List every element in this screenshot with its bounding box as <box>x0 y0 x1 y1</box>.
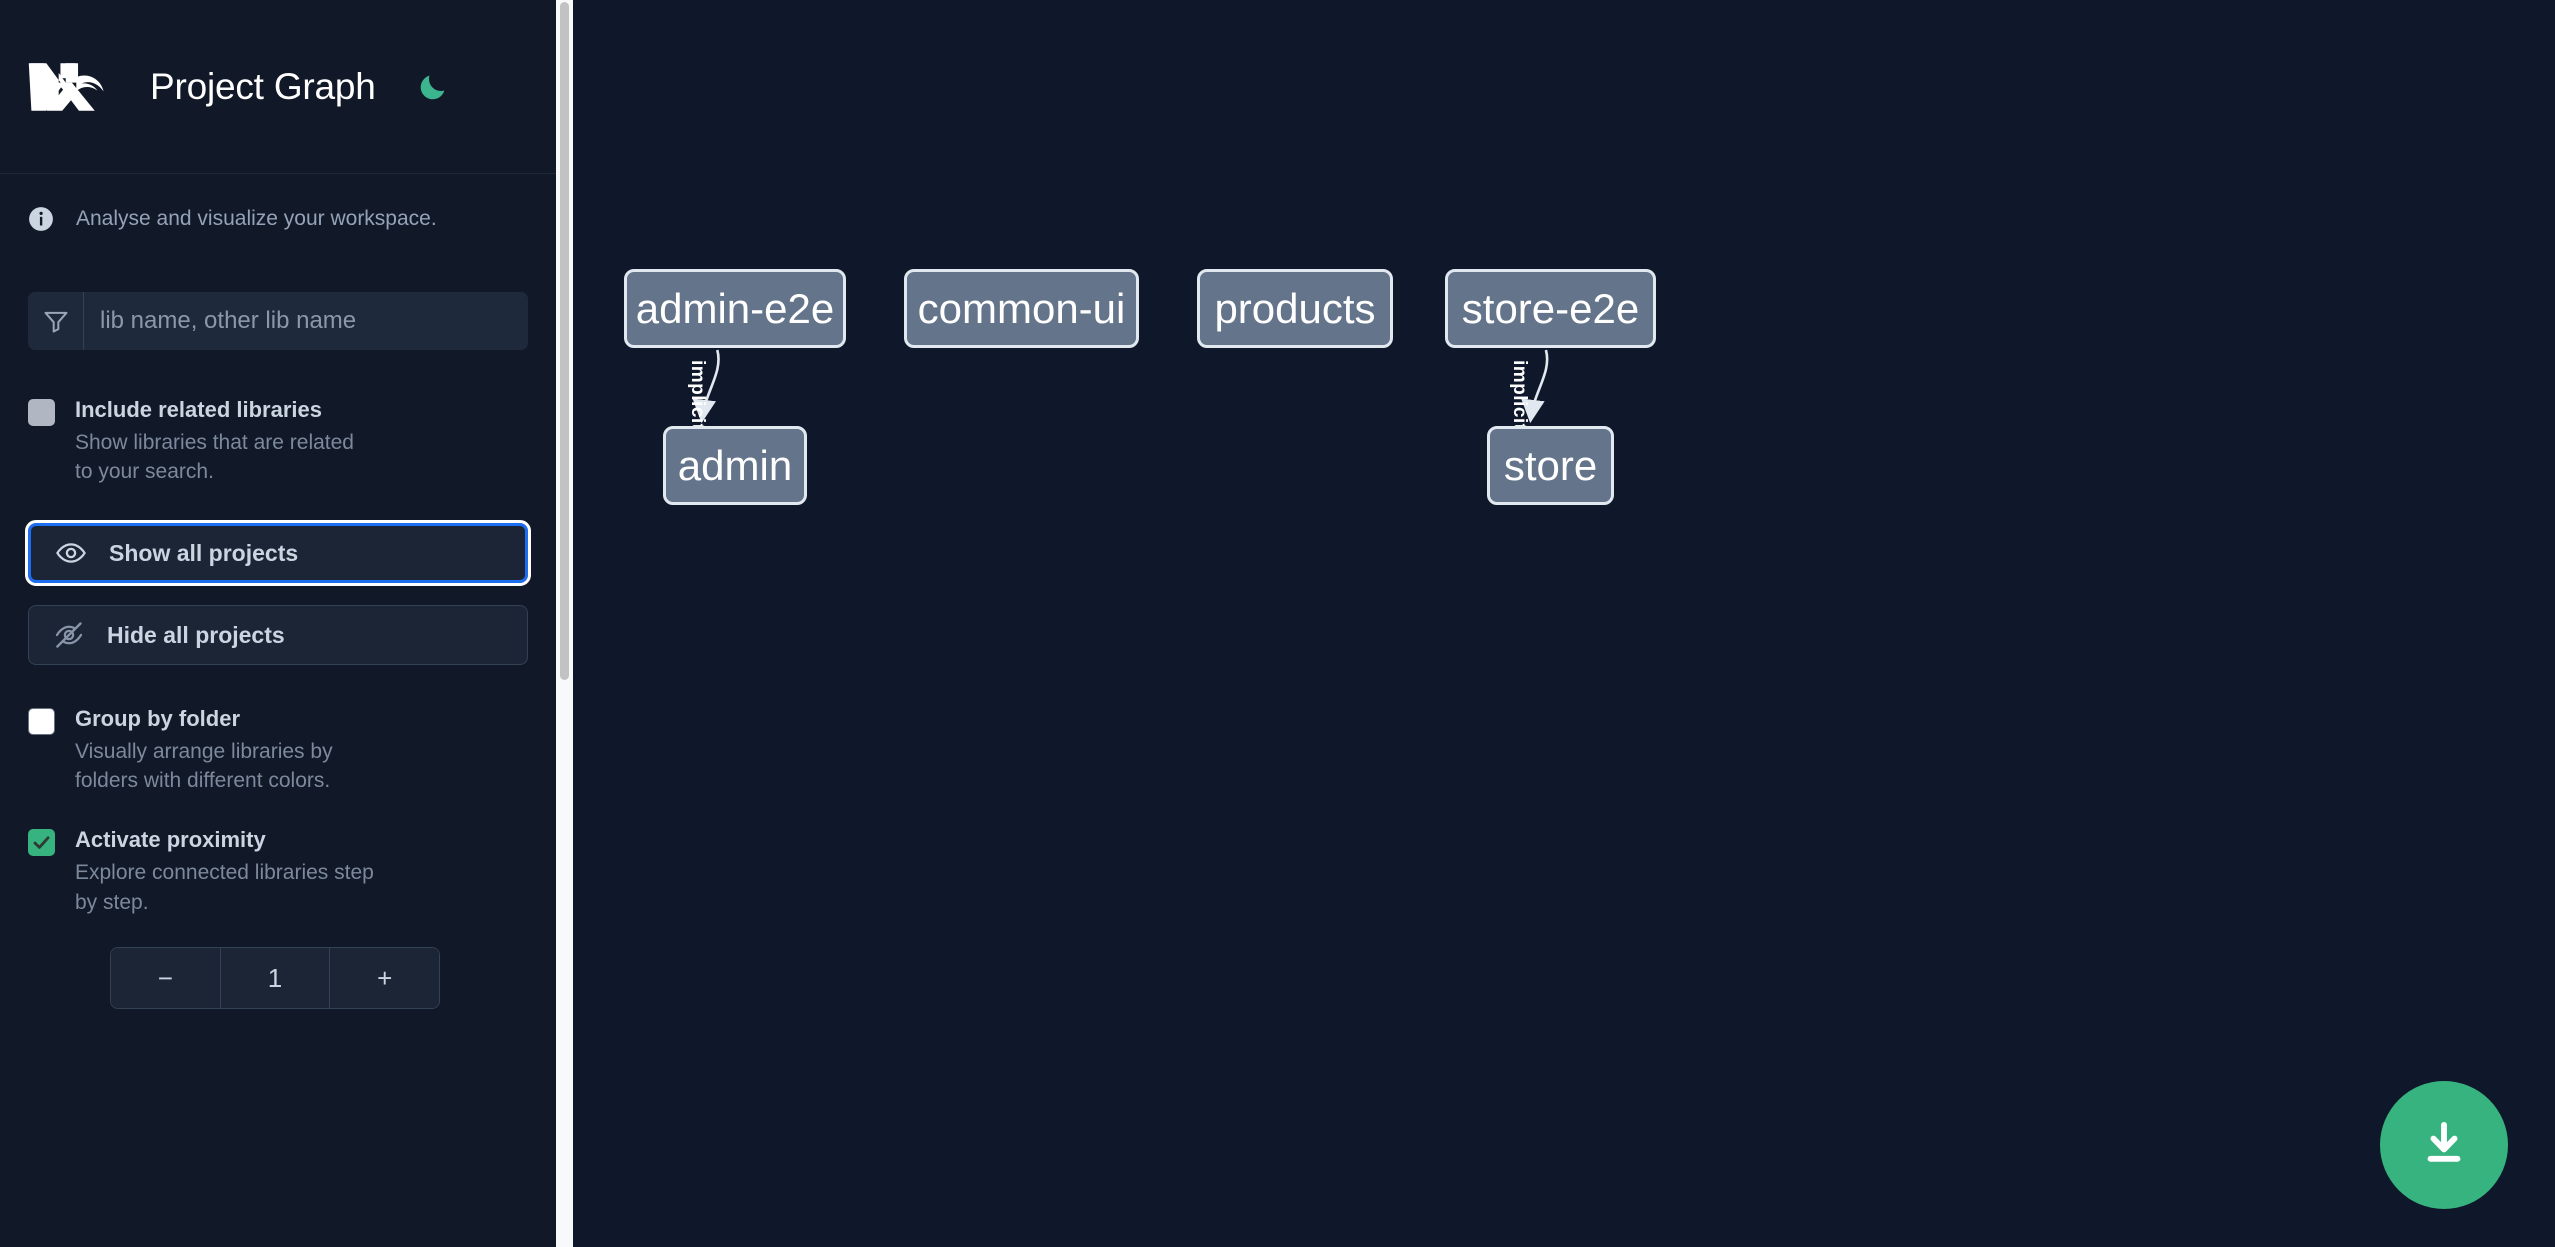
graph-node-store-e2e[interactable]: store-e2e <box>1445 269 1656 348</box>
proximity-value: 1 <box>219 948 331 1009</box>
download-graph-button[interactable] <box>2380 1081 2508 1209</box>
graph-node-store[interactable]: store <box>1487 426 1614 505</box>
proximity-increment-button[interactable]: + <box>330 948 439 1009</box>
show-all-projects-label: Show all projects <box>109 539 299 566</box>
hide-all-projects-label: Hide all projects <box>107 621 285 648</box>
option-description: Visually arrange libraries by folders wi… <box>75 739 333 793</box>
checkbox-group-by-folder[interactable] <box>28 708 55 736</box>
graph-node-common-ui[interactable]: common-ui <box>904 269 1139 348</box>
edge-label-implicit-admin: implicit <box>687 360 708 431</box>
search-box[interactable] <box>28 292 528 350</box>
sidebar-scrollbar-track[interactable] <box>556 0 573 1247</box>
eye-icon <box>55 537 87 569</box>
proximity-stepper: − 1 + <box>110 947 440 1010</box>
nx-logo <box>27 56 115 118</box>
option-title: Include related libraries <box>75 397 322 422</box>
graph-node-products[interactable]: products <box>1197 269 1393 348</box>
info-text: Analyse and visualize your workspace. <box>76 207 437 230</box>
option-activate-proximity-row[interactable]: Activate proximity Explore connected lib… <box>0 826 556 917</box>
checkbox-activate-proximity[interactable] <box>28 829 55 857</box>
edge-admin-e2e-admin <box>692 349 720 424</box>
search-input[interactable] <box>84 292 528 350</box>
graph-node-admin-e2e[interactable]: admin-e2e <box>624 269 846 348</box>
option-title: Group by folder <box>75 706 240 732</box>
option-group-by-folder-row[interactable]: Group by folder Visually arrange librari… <box>0 705 556 796</box>
hide-all-projects-button[interactable]: Hide all projects <box>28 605 528 666</box>
download-icon <box>2417 1117 2471 1174</box>
info-banner: Analyse and visualize your workspace. <box>0 174 556 232</box>
edge-label-implicit-store: implicit <box>1509 360 1530 431</box>
projects-actions: Show all projects Hide all projects <box>0 520 556 666</box>
graph-canvas[interactable]: implicit implicit admin-e2e common-ui pr… <box>556 0 2555 1247</box>
checkbox-include-related-libraries[interactable] <box>28 399 55 426</box>
edge-store-e2e-store <box>1521 349 1549 424</box>
option-title: Activate proximity <box>75 827 266 853</box>
graph-edges <box>692 349 1549 424</box>
option-include-related-libraries-row[interactable]: Include related libraries Show libraries… <box>0 396 556 487</box>
option-description: Explore connected libraries step by step… <box>75 860 374 914</box>
proximity-decrement-button[interactable]: − <box>111 948 220 1009</box>
graph-node-admin[interactable]: admin <box>663 426 807 505</box>
filter-icon[interactable] <box>28 292 84 350</box>
moon-icon[interactable] <box>412 66 454 108</box>
page-title: Project Graph <box>150 65 376 107</box>
sidebar-header: Project Graph <box>0 0 556 174</box>
search-section <box>0 230 556 350</box>
sidebar: Project Graph Analyse and visualize your… <box>0 0 556 1247</box>
show-all-projects-button[interactable]: Show all projects <box>25 520 531 587</box>
option-description: Show libraries that are related to your … <box>75 430 354 484</box>
eye-off-icon <box>53 619 85 651</box>
sidebar-scrollbar-thumb[interactable] <box>560 2 569 680</box>
info-icon <box>28 206 54 232</box>
